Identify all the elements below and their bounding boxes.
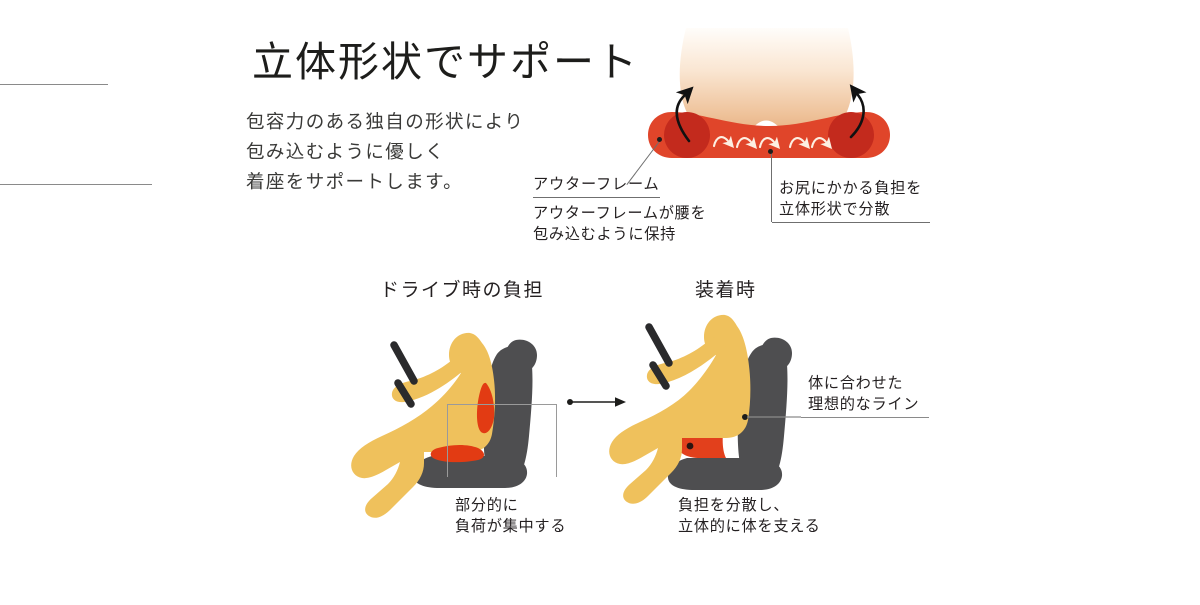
leader-dot-hip [768, 149, 773, 154]
intro-paragraph: 包容力のある独自の形状により 包み込むように優しく 着座をサポートします。 [246, 113, 525, 193]
label-ideal-line: 体に合わせた 理想的なライン [808, 375, 920, 413]
label-ideal-line-underline [801, 417, 929, 418]
leader-dot-outer-frame [657, 137, 662, 142]
caption-bracket-left [0, 0, 108, 85]
steering-wheel [645, 323, 673, 367]
label-outer-frame-description: アウターフレームが腰を 包み込むように保持 [533, 205, 707, 243]
pressure-hotspot-back [476, 382, 495, 434]
bolster-lift-arrows [675, 84, 867, 143]
heading-when-installed: 装着時 [695, 280, 757, 301]
left-bolster [664, 112, 710, 158]
caption-bracket-right [0, 85, 152, 185]
seat-figure-with-product [609, 314, 801, 504]
right-bolster [828, 112, 874, 158]
label-hip-load-dispersion: お尻にかかる負担を 立体形状で分散 [779, 180, 922, 218]
heading-driving-load: ドライブ時の負担 [380, 280, 545, 301]
page-title: 立体形状でサポート [252, 39, 639, 85]
pressure-hotspot-seat [430, 445, 484, 463]
label-hip-underline [772, 222, 930, 223]
steering-wheel [390, 341, 418, 385]
callout-box-left [447, 404, 557, 477]
caption-right: 負担を分散し、 立体的に体を支える [678, 497, 821, 535]
transition-arrow [567, 397, 626, 407]
seat-figure-without-product [351, 332, 537, 518]
body-shape [679, 28, 854, 140]
pressure-dispersion-arrows [712, 135, 833, 150]
leader-line-hip [771, 152, 772, 222]
label-outer-frame: アウターフレーム [533, 172, 660, 198]
caption-left: 部分的に 負荷が集中する [455, 497, 567, 535]
